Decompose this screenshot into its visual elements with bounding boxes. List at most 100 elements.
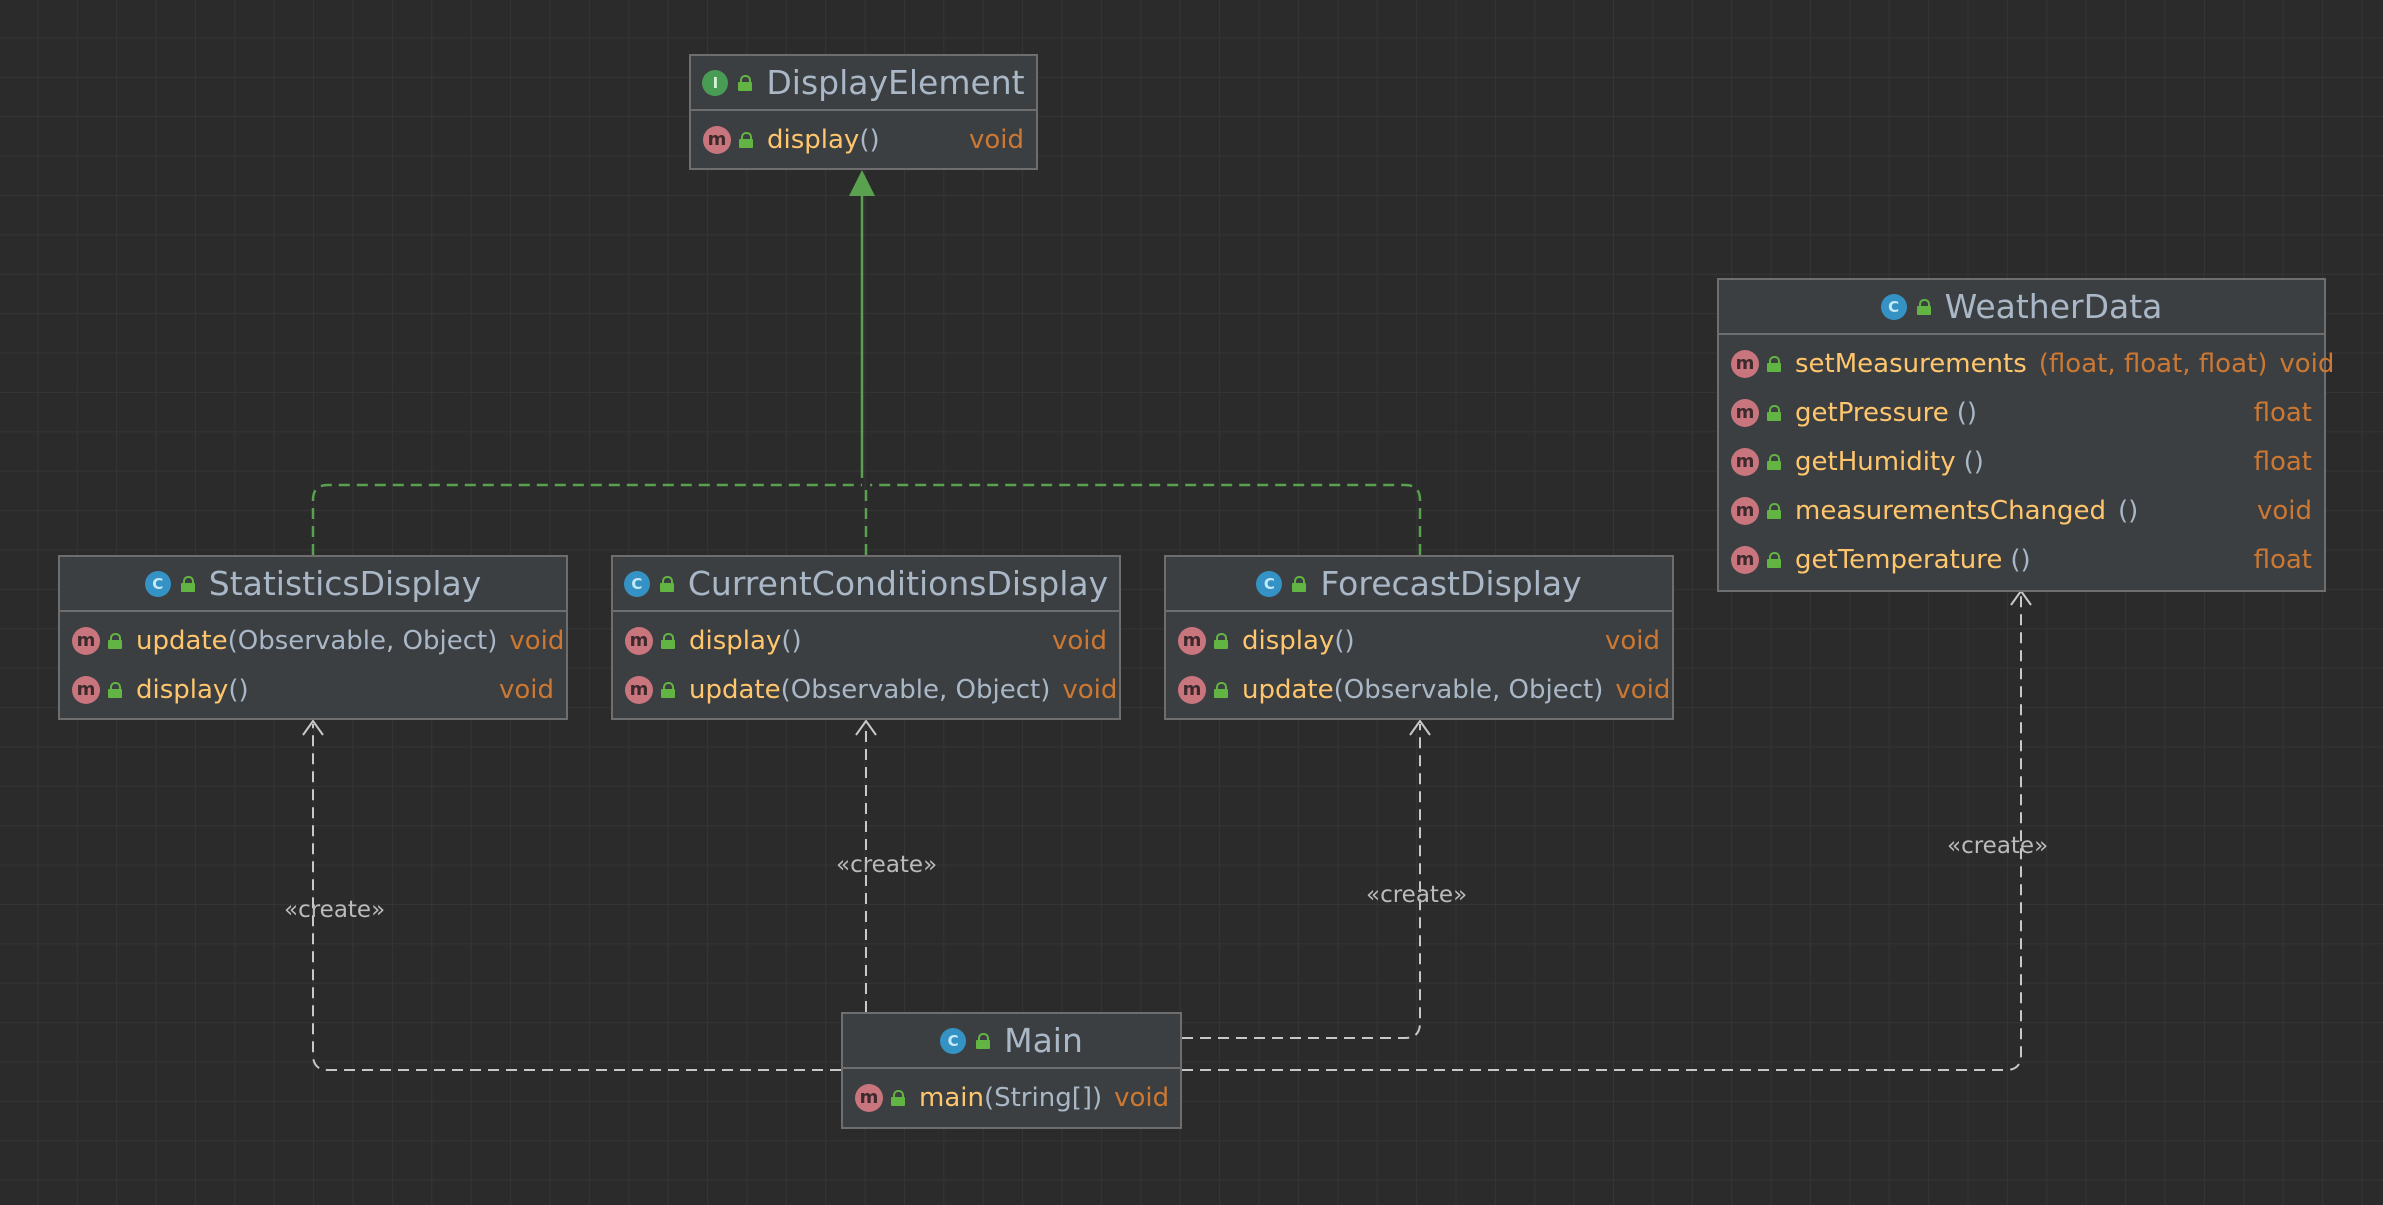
method-return-type: float	[2253, 446, 2312, 477]
method-params: ()	[859, 124, 880, 155]
method-icon: m	[1731, 545, 1759, 574]
class-name: DisplayElement	[766, 63, 1025, 102]
class-members: m display () void	[691, 111, 1036, 164]
public-lock-icon	[108, 632, 122, 649]
method-name: display	[767, 124, 860, 155]
method-row[interactable]: m main (String[]) void	[843, 1073, 1180, 1122]
arrowhead-weatherdata	[2010, 589, 2032, 606]
static-method-icon: m	[855, 1083, 883, 1112]
class-header: C StatisticsDisplay	[60, 557, 566, 612]
public-lock-icon	[976, 1032, 991, 1049]
method-name: update	[136, 625, 228, 656]
method-return-type: float	[2253, 397, 2312, 428]
method-row[interactable]: m display () void	[1166, 616, 1672, 665]
edge-label-currentconditionsdisplay: «create»	[836, 852, 938, 878]
class-header: C WeatherData	[1719, 280, 2324, 335]
method-icon: m	[1178, 626, 1206, 655]
method-params: ()	[1963, 446, 1984, 477]
method-name: getTemperature	[1795, 544, 2003, 575]
public-lock-icon	[1767, 404, 1781, 421]
class-name: CurrentConditionsDisplay	[687, 564, 1109, 603]
class-name: StatisticsDisplay	[208, 564, 482, 603]
method-return-type: void	[2279, 348, 2335, 379]
method-name: setMeasurements	[1795, 348, 2027, 379]
method-params: ()	[228, 674, 249, 705]
edge-label-forecastdisplay: «create»	[1366, 882, 1468, 908]
class-icon: C	[940, 1027, 967, 1054]
method-params: (String[])	[983, 1082, 1103, 1113]
method-row[interactable]: m getTemperature () float	[1719, 535, 2324, 584]
method-icon: m	[1731, 447, 1759, 476]
arrowhead-statisticsdisplay	[302, 719, 324, 736]
method-row[interactable]: m update (Observable, Object) void	[60, 616, 566, 665]
method-return-type: void	[498, 674, 554, 705]
public-lock-icon	[1767, 453, 1781, 470]
arrowhead-currentconditionsdisplay	[855, 719, 877, 736]
public-lock-icon	[738, 74, 753, 91]
method-name: getHumidity	[1795, 446, 1956, 477]
class-members: m update (Observable, Object) void m dis…	[60, 612, 566, 714]
method-row[interactable]: m measurementsChanged () void	[1719, 486, 2324, 535]
method-return-type: float	[2253, 544, 2312, 575]
class-members: m main (String[]) void	[843, 1069, 1180, 1122]
method-params: ()	[1334, 625, 1355, 656]
public-lock-icon	[180, 575, 195, 592]
class-node-forecastdisplay[interactable]: C ForecastDisplay m display () void m up…	[1164, 555, 1674, 720]
class-node-currentconditionsdisplay[interactable]: C CurrentConditionsDisplay m display () …	[611, 555, 1121, 720]
public-lock-icon	[1292, 575, 1307, 592]
class-icon: C	[623, 570, 650, 597]
edge-main-to-forecastdisplay	[1182, 724, 1421, 1039]
method-row[interactable]: m setMeasurements (float, float, float) …	[1719, 339, 2334, 388]
public-lock-icon	[1214, 632, 1228, 649]
class-name: ForecastDisplay	[1320, 564, 1582, 603]
method-params: ()	[1956, 397, 1978, 428]
method-icon: m	[1731, 398, 1759, 427]
class-header: C ForecastDisplay	[1166, 557, 1672, 612]
method-name: display	[1242, 625, 1335, 656]
class-node-main[interactable]: C Main m main (String[]) void	[841, 1012, 1182, 1129]
method-row[interactable]: m update (Observable, Object) void	[1166, 665, 1672, 714]
edge-label-weatherdata: «create»	[1947, 833, 2049, 859]
method-row[interactable]: m display () void	[613, 616, 1119, 665]
method-return-type: void	[1604, 625, 1660, 656]
method-name: display	[689, 625, 782, 656]
method-params: (Observable, Object)	[227, 625, 498, 656]
public-lock-icon	[739, 131, 753, 148]
realization-arrowhead	[849, 170, 875, 196]
class-name: WeatherData	[1944, 287, 2163, 326]
public-lock-icon	[1767, 355, 1781, 372]
method-icon: m	[1731, 349, 1759, 378]
method-name: measurementsChanged	[1795, 495, 2106, 526]
edge-forecastdisplay-to-displayelement	[870, 483, 1422, 555]
method-row[interactable]: m display () void	[691, 115, 1036, 164]
public-lock-icon	[108, 681, 122, 698]
public-lock-icon	[661, 632, 675, 649]
method-params: ()	[781, 625, 802, 656]
public-lock-icon	[661, 681, 675, 698]
edge-main-to-statisticsdisplay	[312, 724, 841, 1071]
class-icon: C	[1880, 293, 1907, 320]
public-lock-icon	[891, 1089, 905, 1106]
class-node-statisticsdisplay[interactable]: C StatisticsDisplay m update (Observable…	[58, 555, 568, 720]
method-name: display	[136, 674, 229, 705]
method-row[interactable]: m getHumidity () float	[1719, 437, 2324, 486]
public-lock-icon	[1767, 502, 1781, 519]
method-params: ()	[2117, 495, 2139, 526]
method-return-type: void	[968, 124, 1024, 155]
class-node-weatherdata[interactable]: C WeatherData m setMeasurements (float, …	[1717, 278, 2334, 592]
realization-edges	[311, 483, 1422, 555]
edge-label-statisticsdisplay: «create»	[284, 897, 386, 923]
method-params: ()	[2010, 544, 2031, 575]
method-name: getPressure	[1795, 397, 1949, 428]
method-params: (Observable, Object)	[1333, 674, 1604, 705]
method-return-type: void	[1051, 625, 1107, 656]
public-lock-icon	[1214, 681, 1228, 698]
method-row[interactable]: m update (Observable, Object) void	[613, 665, 1119, 714]
method-icon: m	[625, 626, 653, 655]
method-row[interactable]: m display () void	[60, 665, 566, 714]
class-header: I DisplayElement	[691, 56, 1036, 111]
method-row[interactable]: m getPressure () float	[1719, 388, 2324, 437]
class-node-displayelement[interactable]: I DisplayElement m display () void	[689, 54, 1038, 170]
class-members: m setMeasurements (float, float, float) …	[1719, 335, 2334, 584]
method-name: update	[1242, 674, 1334, 705]
